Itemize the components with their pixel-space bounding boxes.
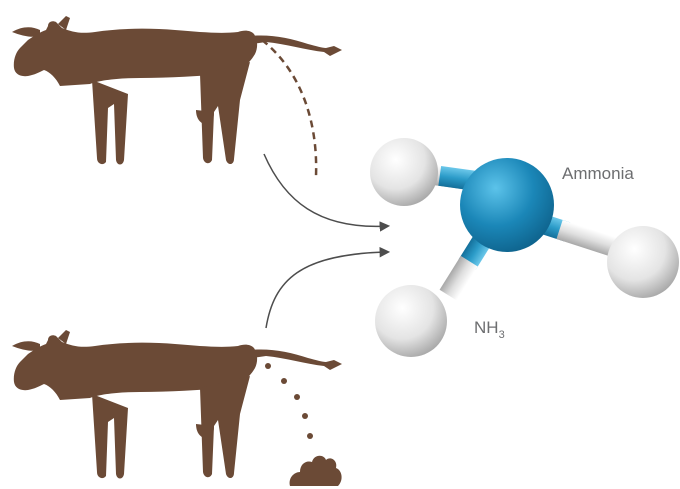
arrow-from-dung	[265, 246, 391, 329]
cow-urinating-icon	[12, 16, 342, 165]
urine-stream	[261, 39, 318, 177]
hydrogen-atom-right	[607, 226, 679, 298]
formula-subscript: 3	[499, 329, 505, 341]
formula-label: NH3	[474, 318, 505, 341]
molecule-name-label: Ammonia	[562, 164, 634, 183]
ammonia-molecule-icon	[370, 138, 679, 357]
hydrogen-atom-left	[370, 138, 438, 206]
arrow-from-urine	[263, 153, 391, 232]
formula-main: NH	[474, 318, 499, 337]
hydrogen-atom-bottom	[375, 285, 447, 357]
cow-defecating-icon	[12, 330, 342, 479]
dung-pile-icon	[289, 455, 342, 486]
nitrogen-atom	[460, 158, 554, 252]
dung-drops	[265, 363, 313, 439]
